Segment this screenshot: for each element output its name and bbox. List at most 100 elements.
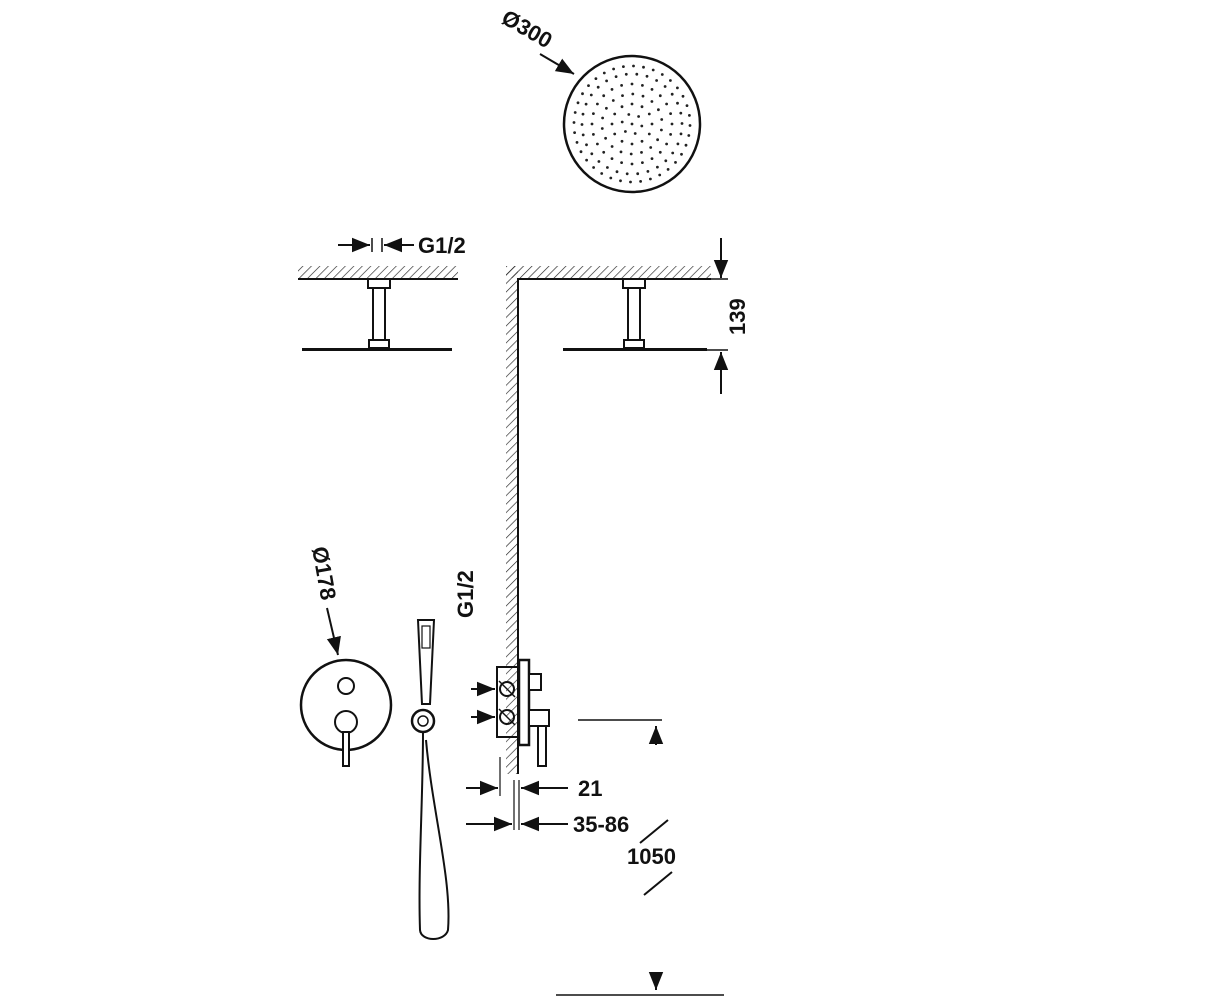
shower-head-side <box>302 348 452 351</box>
nozzle-dot <box>613 132 617 136</box>
nozzle-dot <box>681 94 685 98</box>
valve-plate <box>517 658 531 747</box>
nozzle-dot <box>620 139 624 143</box>
mixer-knob <box>334 710 358 734</box>
nozzle-dot <box>620 84 623 87</box>
nozzle-dot <box>640 139 644 143</box>
nozzle-dot <box>620 105 624 109</box>
overhead-shower-top-view <box>562 54 702 194</box>
nozzle-dot <box>600 172 604 175</box>
nozzle-dot <box>601 116 604 120</box>
wall-hatch <box>506 266 518 774</box>
nozzle-dot <box>656 165 659 169</box>
nozzle-dot <box>630 102 634 106</box>
nozzle-dot <box>615 170 619 174</box>
nozzle-dot <box>592 112 595 115</box>
nozzle-dot <box>579 150 583 154</box>
overhead-diameter-label: Ø300 <box>498 5 557 54</box>
nozzle-dot <box>585 143 588 147</box>
valve-height-label: 1050 <box>627 844 676 869</box>
nozzle-dot <box>670 122 674 126</box>
nozzle-dot <box>660 73 664 76</box>
ceiling-hatch-right <box>506 266 711 278</box>
nozzle-dot <box>671 151 675 155</box>
nozzle-dot <box>587 84 590 87</box>
nozzle-dot <box>596 142 599 146</box>
valve-thread-label: G1/2 <box>453 570 478 618</box>
nozzle-dot <box>610 145 614 148</box>
nozzle-dot <box>630 122 634 126</box>
nozzle-dot <box>589 93 593 97</box>
nozzle-dot <box>609 176 613 180</box>
nozzle-dot <box>622 65 625 68</box>
nozzle-dot <box>647 132 651 136</box>
nozzle-dot <box>650 122 654 126</box>
nozzle-dot <box>639 180 642 183</box>
overhead-diameter-arrow <box>539 53 575 75</box>
shower-hose <box>418 731 450 940</box>
nozzle-dot <box>646 170 650 173</box>
plate-diameter-arrow <box>326 607 341 656</box>
hand-shower-assembly <box>410 619 450 940</box>
left-ceiling-assembly <box>298 266 458 351</box>
depth-range-label: 35-86 <box>573 812 629 837</box>
nozzle-dot <box>687 134 691 137</box>
shower-nozzles <box>572 64 692 184</box>
nozzle-dot <box>658 94 662 98</box>
depth-min-label: 21 <box>578 776 602 801</box>
nozzle-dot <box>575 141 579 144</box>
mixer-lever <box>342 731 350 767</box>
nozzle-dot <box>605 79 608 83</box>
nozzle-dot <box>594 77 598 80</box>
nozzle-dot <box>641 84 644 87</box>
nozzle-dot <box>576 101 580 105</box>
nozzle-dot <box>624 130 627 133</box>
arm-height-label: 139 <box>725 298 750 335</box>
nozzle-dot <box>655 79 658 82</box>
nozzle-dot <box>612 67 615 71</box>
nozzle-dot <box>679 111 683 115</box>
nozzle-dot <box>676 86 679 90</box>
nozzle-dot <box>660 118 664 121</box>
nozzle-dot <box>619 150 623 154</box>
nozzle-dot <box>658 150 662 154</box>
nozzle-dot <box>581 92 584 96</box>
nozzle-dot <box>590 152 594 156</box>
nozzle-dot <box>606 166 609 169</box>
nozzle-dot <box>664 159 668 163</box>
nozzle-dot <box>641 94 645 98</box>
nozzle-dot <box>635 72 639 76</box>
nozzle-dot <box>676 101 679 105</box>
nozzle-dot <box>619 179 622 183</box>
nozzle-dot <box>658 173 662 177</box>
nozzle-dot <box>581 112 585 116</box>
nozzle-dot <box>581 133 585 137</box>
nozzle-dot <box>584 102 588 106</box>
nozzle-dot <box>602 94 606 98</box>
nozzle-dot <box>640 124 644 128</box>
nozzle-dot <box>610 157 614 161</box>
nozzle-dot <box>676 142 680 146</box>
nozzle-dot <box>684 143 688 147</box>
nozzle-dot <box>669 133 672 136</box>
ceiling-thread-dimension <box>338 237 414 253</box>
nozzle-dot <box>660 128 663 132</box>
nozzle-dot <box>665 102 668 106</box>
nozzle-dot <box>650 88 654 91</box>
right-ceiling-assembly <box>563 278 707 351</box>
hose-connector <box>410 708 436 734</box>
inlet-bottom <box>499 709 515 725</box>
nozzle-dot <box>631 92 635 96</box>
nozzle-dot <box>685 104 689 107</box>
nozzle-dot <box>630 142 634 146</box>
nozzle-dot <box>630 162 634 166</box>
nozzle-dot <box>611 99 615 102</box>
shower-head-outline <box>562 54 702 194</box>
nozzle-dot <box>657 108 660 112</box>
nozzle-dot <box>592 133 595 136</box>
nozzle-dot <box>602 150 606 154</box>
nozzle-dot <box>600 127 604 130</box>
nozzle-dot <box>585 158 588 162</box>
nozzle-dot <box>592 166 595 169</box>
